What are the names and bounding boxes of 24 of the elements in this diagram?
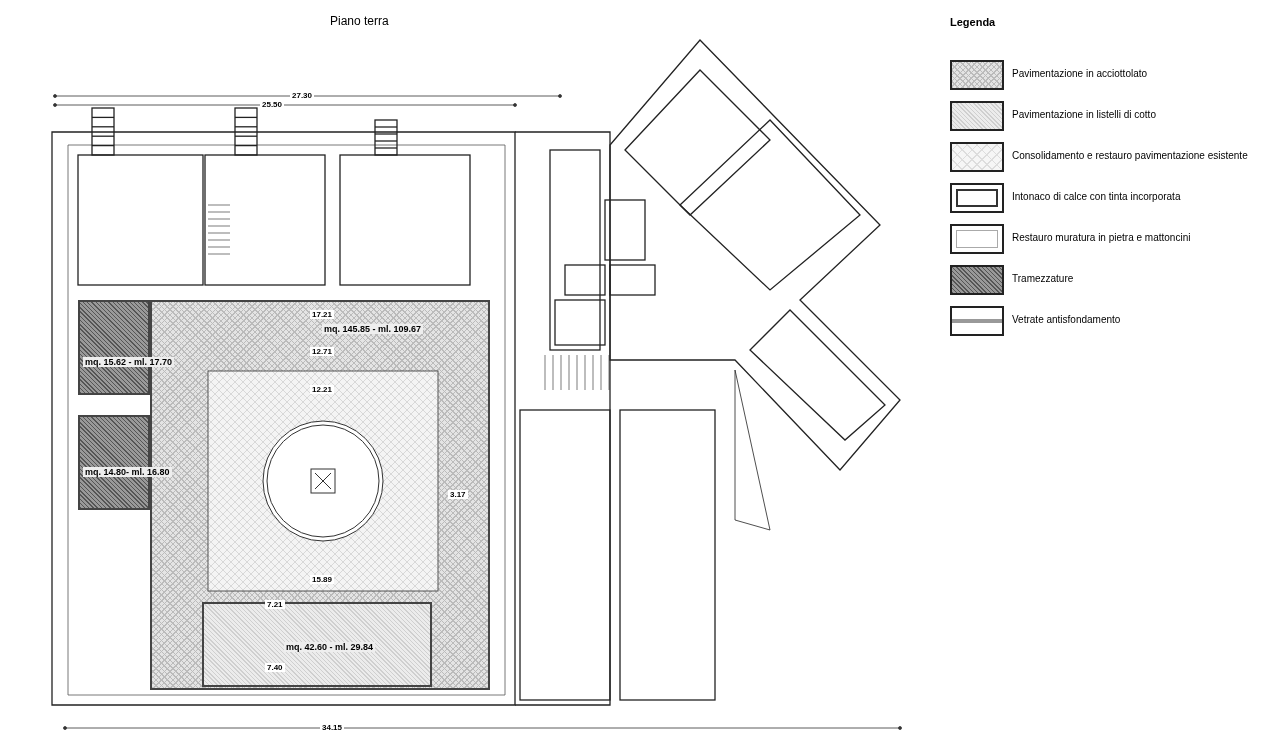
- legend-label: Intonaco di calce con tinta incorporata: [1012, 191, 1181, 202]
- legend-label: Pavimentazione in listelli di cotto: [1012, 109, 1156, 120]
- dimension-value: 12.21: [310, 385, 335, 394]
- legend-label: Tramezzature: [1012, 273, 1074, 284]
- dimension-value: 25.50: [260, 100, 285, 109]
- dimension-value: 3.17: [448, 490, 468, 499]
- dimension-value: 17.21: [310, 310, 335, 319]
- area-label: mq. 145.85 - ml. 109.67: [322, 324, 424, 334]
- legend-label: Pavimentazione in acciottolato: [1012, 68, 1148, 79]
- room: [202, 602, 432, 687]
- area-label: mq. 42.60 - ml. 29.84: [284, 642, 376, 652]
- legend-label: Vetrate antisfondamento: [1012, 314, 1121, 325]
- dimension-value: 7.40: [265, 663, 285, 672]
- area-label: mq. 14.80- ml. 16.80: [83, 467, 172, 477]
- legend-label: Restauro muratura in pietra e mattoncini: [1012, 232, 1191, 243]
- legend-label: Consolidamento e restauro pavimentazione esistente: [1012, 150, 1248, 161]
- dimension-value: 34.15: [320, 723, 345, 732]
- dimension-value: 27.30: [290, 91, 315, 100]
- dimension-value: 7.21: [265, 600, 285, 609]
- area-label: mq. 15.62 - ml. 17.70: [83, 357, 175, 367]
- legend-heading: Legenda: [950, 16, 996, 28]
- plan-title: Piano terra: [330, 14, 389, 28]
- dimension-value: 15.89: [310, 575, 335, 584]
- dimension-value: 12.71: [310, 347, 335, 356]
